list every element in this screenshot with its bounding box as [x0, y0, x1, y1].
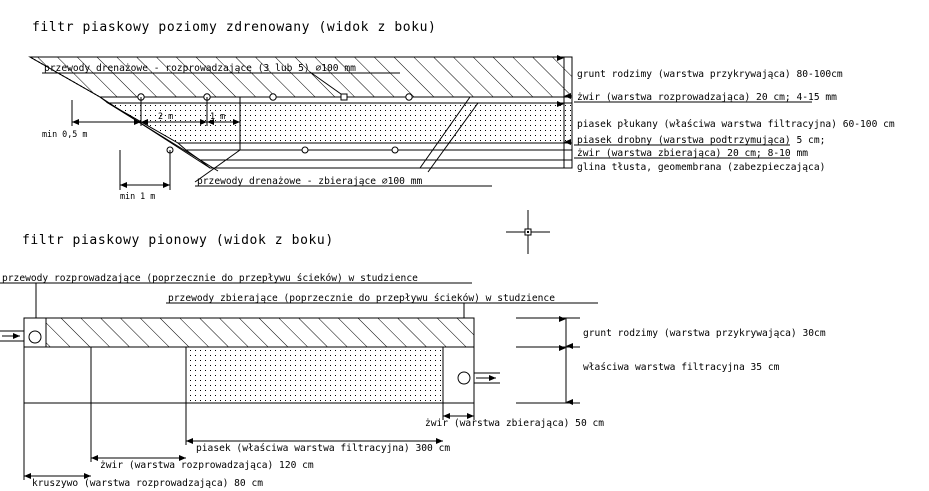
- figure2-dim-label-2: żwir (warstwa rozprowadzająca) 120 cm: [100, 460, 314, 471]
- layer-piasek-drobny-shape: [176, 142, 573, 151]
- layer-wlasciwa-filtracyjna-shape: [185, 346, 444, 404]
- layer-zwir-rozprowadzajaca-shape: [98, 96, 573, 104]
- figure2-dim-label-3: kruszywo (warstwa rozprowadzająca) 80 cm: [32, 478, 263, 489]
- dimension-min-1m: min 1 m: [119, 150, 171, 201]
- figure2-title: filtr piaskowy pionowy (widok z boku): [22, 233, 334, 248]
- outlet-pipe-circle: [457, 371, 471, 385]
- dimension-min-1m-label: min 1 m: [120, 191, 155, 201]
- figure2-layer-label-0: grunt rodzimy (warstwa przykrywająca) 30…: [583, 328, 826, 339]
- figure1-title: filtr piaskowy poziomy zdrenowany (widok…: [32, 20, 436, 35]
- dimension-2m-label: 2 m: [158, 111, 173, 121]
- figure1-callout-label: przewody drenażowe - zbierające ⌀100 mm: [197, 176, 422, 187]
- dimension-min-05m-label: min 0,5 m: [42, 129, 87, 139]
- figure2-bottom-dimensions: żwir (warstwa zbierająca) 50 cm piasek (…: [23, 403, 604, 489]
- figure2-top-label-2: przewody zbierające (poprzecznie do prze…: [168, 292, 555, 304]
- layer-glina-tlusta-shape: [198, 159, 573, 169]
- figure1-layer-label-5: glina tłusta, geomembrana (zabezpieczają…: [577, 162, 825, 173]
- figure1-layer-label-1: żwir (warstwa rozprowadzająca) 20 cm; 4-…: [577, 92, 837, 103]
- crosshair-marker: [506, 210, 550, 254]
- dimension-1m-label: 1 m: [210, 111, 225, 121]
- figure2-layer-labels: grunt rodzimy (warstwa przykrywająca) 30…: [516, 316, 826, 405]
- figure1-layer-label-0: grunt rodzimy (warstwa przykrywająca) 80…: [577, 69, 843, 80]
- distribution-pipes-row: [137, 93, 413, 101]
- figure2-layer-label-1: właściwa warstwa filtracyjna 35 cm: [583, 361, 780, 373]
- figure1-layer-labels: grunt rodzimy (warstwa przykrywająca) 80…: [418, 55, 895, 173]
- figure2-dim-label-0: żwir (warstwa zbierająca) 50 cm: [425, 418, 604, 429]
- figure1-layer-label-4: żwir (warstwa zbierająca) 20 cm; 8-10 mm: [577, 148, 808, 159]
- figure1-section: przewody drenażowe - rozprowadzające (3 …: [28, 55, 895, 201]
- figure2-dim-label-1: piasek (właściwa warstwa filtracyjna) 30…: [196, 442, 450, 454]
- inlet-pipe-circle: [28, 330, 42, 344]
- figure1-layer-label-2: piasek płukany (właściwa warstwa filtrac…: [577, 118, 895, 130]
- figure2-section: przewody rozprowadzające (poprzecznie do…: [0, 272, 826, 489]
- dimension-1m: 1 m: [207, 111, 240, 125]
- layer-zwir-zbierajaca-shape: [184, 149, 573, 161]
- dimension-min-05m: min 0,5 m: [42, 119, 141, 139]
- figure2-top-label-1: przewody rozprowadzające (poprzecznie do…: [2, 272, 418, 284]
- figure1-layer-label-3: piasek drobny (warstwa podtrzymująca) 5 …: [577, 135, 825, 146]
- layer-piasek-plukany-shape: [106, 102, 573, 144]
- layer-grunt-rodzimy-2-shape: [23, 317, 475, 348]
- figure1-inner-label: przewody drenażowe - rozprowadzające (3 …: [44, 63, 356, 74]
- dimension-2m: 2 m: [141, 111, 207, 125]
